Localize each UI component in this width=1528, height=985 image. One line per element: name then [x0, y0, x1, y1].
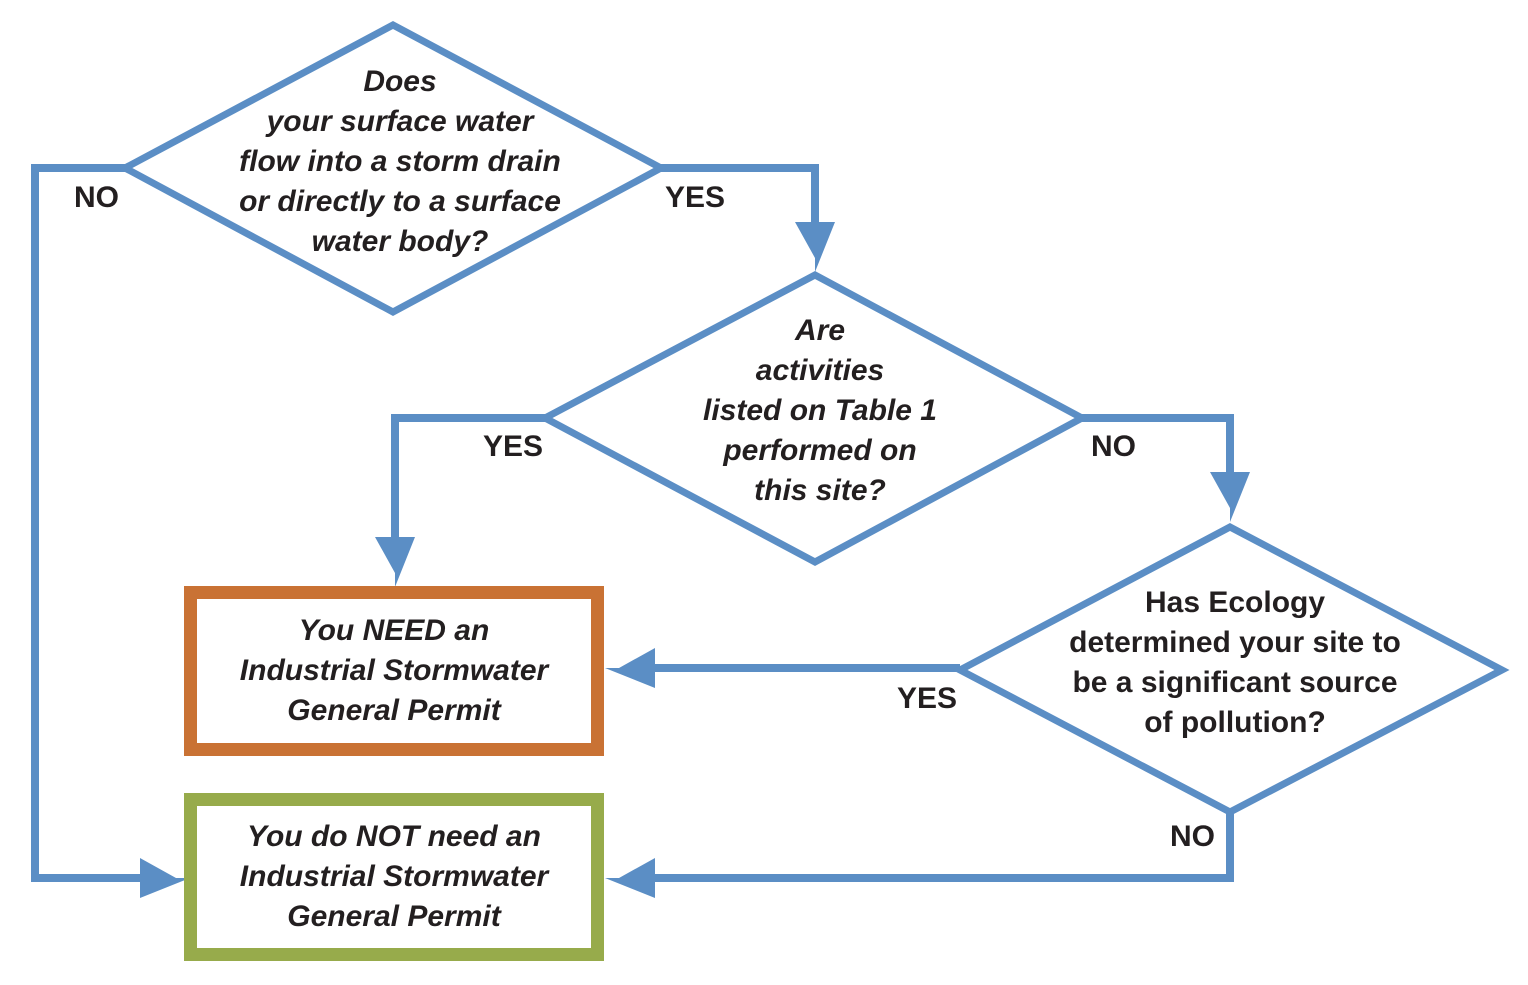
outcome-not-need-line: Industrial Stormwater — [239, 860, 549, 893]
label-d2-no: NO — [1091, 430, 1136, 463]
decision-2-diamond — [537, 271, 1090, 566]
decision-3-text: Has Ecology determined your site to be a… — [1030, 583, 1440, 743]
decision-1-line: water body? — [311, 225, 489, 258]
label-d1-yes: YES — [665, 181, 726, 214]
decision-3-line: of pollution? — [1144, 706, 1326, 739]
outcome-need-permit-box: You NEED an Industrial Stormwater Genera… — [184, 586, 604, 756]
connector-d2-no — [1082, 414, 1234, 490]
decision-2-line: performed on — [723, 434, 917, 467]
outcome-need-line: Industrial Stormwater — [239, 654, 549, 687]
outcome-need-line: You NEED an — [298, 614, 490, 647]
arrowhead-d1-yes — [795, 222, 835, 272]
decision-2-line: listed on Table 1 — [703, 394, 937, 427]
connector-d2-yes — [391, 414, 545, 555]
label-d3-no: NO — [1170, 820, 1215, 853]
decision-1-diamond — [117, 21, 669, 316]
label-d1-no: NO — [74, 181, 119, 214]
decision-3-line: Has Ecology — [1144, 586, 1326, 619]
arrowhead-d3-yes — [605, 648, 655, 688]
outcome-no-permit-box: You do NOT need an Industrial Stormwater… — [184, 793, 604, 961]
outcome-not-need-line: You do NOT need an — [247, 820, 541, 853]
decision-1-line: Does — [363, 65, 437, 98]
arrowhead-d3-no — [605, 858, 655, 898]
connector-d1-yes — [661, 164, 819, 240]
label-d2-yes: YES — [483, 430, 544, 463]
decision-1-line: flow into a storm drain — [239, 145, 561, 178]
connector-d1-no — [31, 164, 160, 882]
outcome-need-line: General Permit — [287, 694, 501, 727]
decision-1-text: Does your surface water flow into a stor… — [213, 62, 587, 262]
arrowhead-d2-yes — [375, 537, 415, 587]
decision-1-line: your surface water — [266, 105, 534, 138]
label-d3-yes: YES — [897, 682, 958, 715]
decision-2-text: Are activities listed on Table 1 perform… — [640, 311, 1000, 511]
connector-d3-no — [640, 812, 1234, 882]
decision-3-line: be a significant source — [1072, 666, 1398, 699]
decision-3-diamond — [952, 523, 1510, 816]
outcome-not-need-line: General Permit — [287, 900, 501, 933]
decision-1-line: or directly to a surface — [239, 185, 561, 218]
decision-3-line: determined your site to — [1069, 626, 1401, 659]
decision-2-line: activities — [755, 354, 885, 387]
arrowhead-d2-no — [1210, 472, 1250, 522]
decision-2-line: Are — [794, 314, 846, 347]
decision-2-line: this site? — [754, 474, 886, 507]
arrowhead-d1-no — [140, 858, 190, 898]
